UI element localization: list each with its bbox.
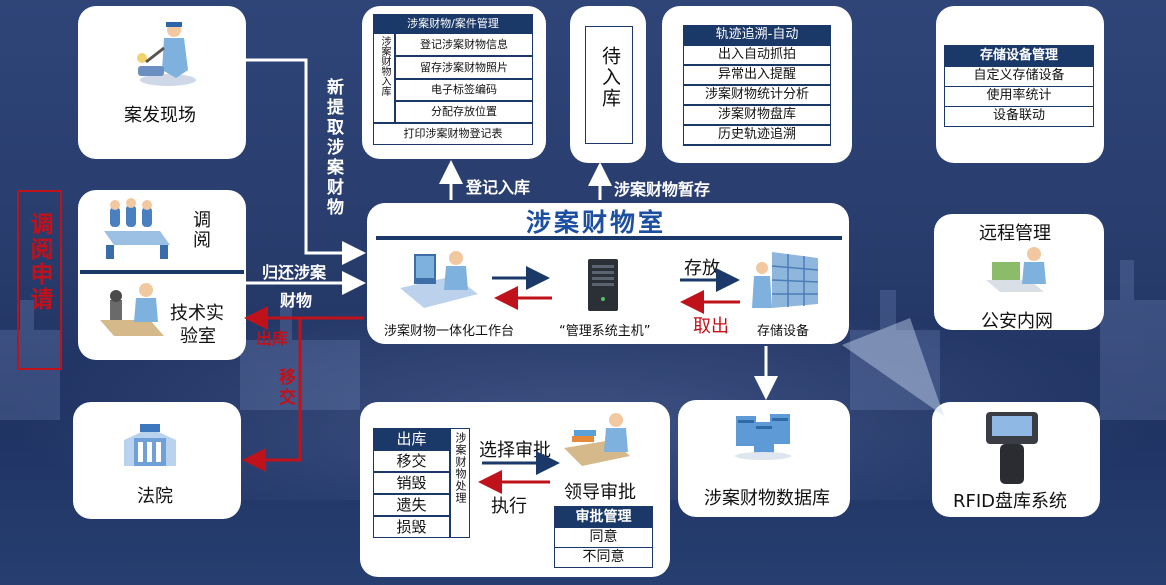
case-row-rfid-code: 电子标签编码 <box>395 79 533 101</box>
access-request-label: 调阅申请 <box>26 212 52 312</box>
storage-row-usage: 使用率统计 <box>945 86 1093 106</box>
investigator-icon <box>137 22 196 86</box>
new-extract-label: 新提取涉案财物 <box>323 78 343 218</box>
select-approval-label: 选择审批 <box>479 440 551 461</box>
intranet-label: 公安内网 <box>981 311 1053 332</box>
disposal-row-transfer: 移交 <box>373 450 450 472</box>
evidence-room-title: 涉案财物室 <box>526 208 667 237</box>
execute-label: 执行 <box>491 496 527 517</box>
workstation-label: 涉案财物一体化工作台 <box>384 324 515 339</box>
server-icon <box>588 259 618 311</box>
disposal-side-box <box>450 428 470 538</box>
tracking-title: 轨迹追溯-自动 <box>683 25 831 45</box>
case-intake-side-label: 涉案财物入库 <box>373 33 395 123</box>
disposal-row-lost: 遗失 <box>373 494 450 516</box>
leader-icon <box>564 413 630 466</box>
transfer-label: 移交 <box>275 368 295 408</box>
lab-label-line1: 技术实 <box>170 303 224 324</box>
storage-cabinet-icon <box>752 252 819 308</box>
remote-operator-icon <box>986 247 1046 292</box>
tracking-row-alert: 异常出入提醒 <box>684 65 830 85</box>
return-label-line1: 归还涉案 <box>262 263 327 282</box>
lab-technician-icon <box>100 283 164 336</box>
new-extract-arrow <box>246 58 366 265</box>
disposal-row-damaged: 损毁 <box>373 516 450 538</box>
tracking-row-inventory: 涉案财物盘库 <box>684 105 830 125</box>
disposal-row-destroy: 销毁 <box>373 472 450 494</box>
disposal-side-label: 涉案财物处理 <box>454 432 467 504</box>
tracking-row-history: 历史轨迹追溯 <box>684 125 830 145</box>
archive-divider <box>80 270 244 274</box>
database-server-icon <box>735 414 791 460</box>
storage-mgmt-table: 存储设备管理 自定义存储设备 使用率统计 设备联动 <box>944 45 1094 127</box>
storage-mgmt-title: 存储设备管理 <box>945 46 1093 66</box>
rfid-scanner-icon <box>986 412 1038 484</box>
remote-mgmt-title: 远程管理 <box>979 223 1051 244</box>
archive-label: 调阅 <box>190 210 211 250</box>
case-row-location: 分配存放位置 <box>395 101 533 123</box>
rfid-spotlight <box>842 318 944 416</box>
database-label: 涉案财物数据库 <box>704 488 830 509</box>
retrieve-label: 取出 <box>693 316 729 337</box>
storage-row-linkage: 设备联动 <box>945 106 1093 126</box>
crime-scene-label: 案发现场 <box>124 105 196 126</box>
tracking-row-capture: 出入自动抓拍 <box>684 45 830 65</box>
pending-label: 待入库 <box>599 46 621 109</box>
case-row-photo: 留存涉案财物照片 <box>395 56 533 79</box>
return-label-line2: 财物 <box>280 291 313 310</box>
register-in-label: 登记入库 <box>466 178 531 197</box>
approval-row-disagree: 不同意 <box>555 547 652 567</box>
court-label: 法院 <box>137 486 173 507</box>
rfid-label: RFID盘库系统 <box>953 491 1068 512</box>
case-row-print-form: 打印涉案财物登记表 <box>373 123 533 145</box>
tracking-row-stats: 涉案财物统计分析 <box>684 85 830 105</box>
archive-lab-card <box>78 190 246 360</box>
leader-approval-label: 领导审批 <box>564 482 636 503</box>
access-request-box <box>17 190 62 370</box>
approval-title: 审批管理 <box>555 507 652 527</box>
approval-table: 审批管理 同意 不同意 <box>554 506 653 568</box>
lab-label-line2: 验室 <box>180 326 216 347</box>
transfer-arrow <box>242 318 302 472</box>
approval-row-agree: 同意 <box>555 527 652 547</box>
disposal-header: 出库 <box>373 428 450 450</box>
host-label: “管理系统主机” <box>559 324 651 339</box>
case-row-register-info: 登记涉案财物信息 <box>395 33 533 56</box>
case-management-title: 涉案财物/案件管理 <box>373 14 533 33</box>
pending-inner-box <box>585 26 633 144</box>
meeting-icon <box>104 198 170 259</box>
pending-card <box>570 6 646 163</box>
case-intake-side-text: 涉案财物入库 <box>379 36 390 96</box>
storage-label: 存储设备 <box>757 324 810 339</box>
outbound-label: 出库 <box>256 329 289 348</box>
workstation-icon <box>400 251 478 308</box>
temp-store-label: 涉案财物暂存 <box>614 180 711 199</box>
storage-mgmt-card <box>936 6 1104 163</box>
evidence-room-divider <box>376 236 842 240</box>
store-label: 存放 <box>684 258 720 279</box>
court-building-icon <box>124 424 176 466</box>
storage-row-custom: 自定义存储设备 <box>945 66 1093 86</box>
tracking-list: 出入自动抓拍 异常出入提醒 涉案财物统计分析 涉案财物盘库 历史轨迹追溯 <box>683 45 831 146</box>
